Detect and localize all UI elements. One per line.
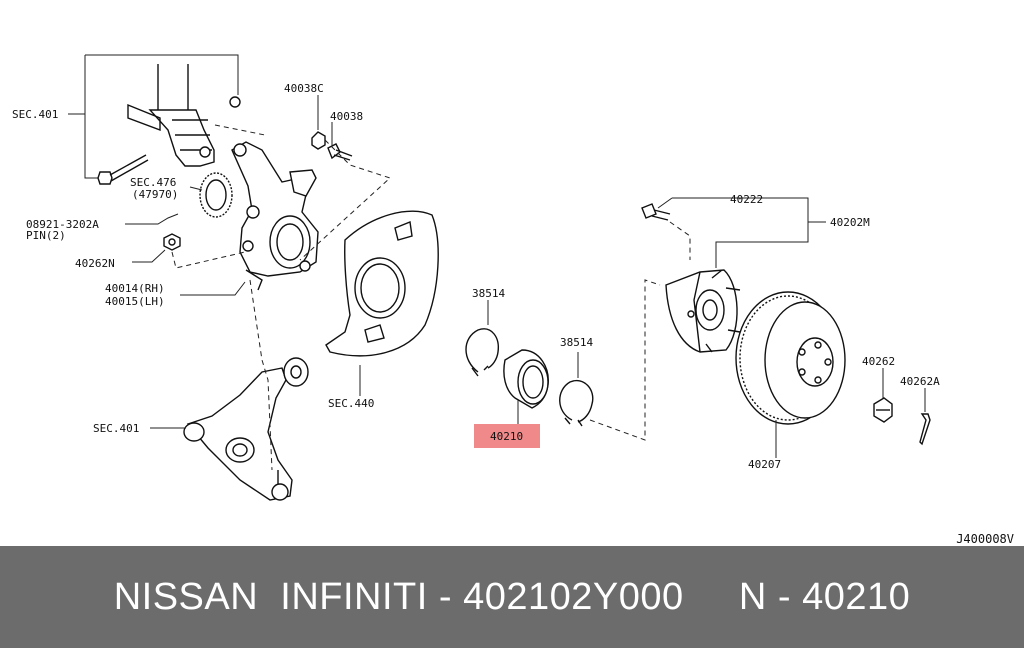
bolt-40038 (327, 143, 353, 161)
label-pin-part-number: 08921-3202A (26, 218, 99, 231)
dust-shield (325, 210, 439, 357)
label-pin-description: PIN(2) (26, 229, 66, 242)
label-40210: 40210 (490, 430, 523, 443)
label-40038: 40038 (330, 110, 363, 123)
snap-ring-left (465, 328, 499, 377)
highlight-box-40210 (474, 424, 540, 448)
label-40207: 40207 (748, 458, 781, 471)
label-40015-lh: 40015(LH) (105, 295, 165, 308)
steering-knuckle (231, 141, 319, 291)
brake-rotor (735, 291, 846, 425)
wheel-hub (665, 269, 741, 353)
label-40262: 40262 (862, 355, 895, 368)
hub-bolt-40222 (641, 203, 671, 221)
label-40262n: 40262N (75, 257, 115, 270)
strut-assembly (127, 64, 241, 167)
label-40222: 40222 (730, 193, 763, 206)
label-sec401-bottom: SEC.401 (93, 422, 139, 435)
label-sec401-top: SEC.401 (12, 108, 58, 121)
diagram-reference-code: J400008V (954, 532, 1016, 546)
label-40038c: 40038C (284, 82, 324, 95)
strut-bolt (97, 154, 149, 185)
nut-40038c (311, 131, 326, 150)
label-38514-left: 38514 (472, 287, 505, 300)
wheel-bearing (503, 349, 549, 409)
cotter-pin-40262a (919, 413, 931, 446)
snap-ring-right (559, 379, 594, 427)
castle-nut-40262 (873, 397, 893, 423)
abs-sensor-ring (199, 172, 233, 218)
footer-caption: NISSAN INFINITI - 402102Y000 N - 40210 (113, 575, 911, 618)
label-sec440: SEC.440 (328, 397, 374, 410)
label-47970: (47970) (132, 188, 178, 201)
label-38514-right: 38514 (560, 336, 593, 349)
nut-40262n (163, 233, 181, 251)
label-40262a: 40262A (900, 375, 940, 388)
part-number-footer: NISSAN INFINITI - 402102Y000 N - 40210 (0, 546, 1024, 648)
label-sec476: SEC.476 (130, 176, 176, 189)
lower-control-arm (183, 357, 309, 501)
label-40202m: 40202M (830, 216, 870, 229)
label-40014-rh: 40014(RH) (105, 282, 165, 295)
exploded-parts-diagram: SEC.401 40038C 40038 SEC.476 (47970) 089… (12, 54, 940, 501)
